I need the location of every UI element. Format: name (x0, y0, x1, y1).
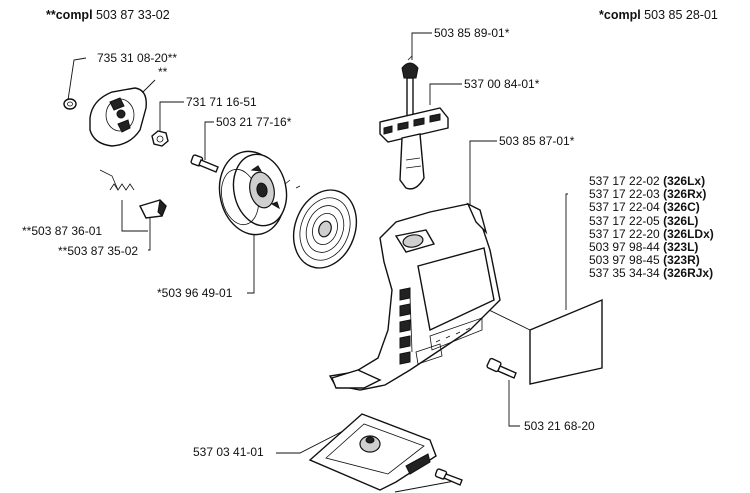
label-503-96-49-01: *503 96 49-01 (157, 286, 233, 300)
model-code: (326RJx) (663, 266, 714, 281)
label-537-03-41-01: 537 03 41-01 (193, 445, 264, 459)
bottom-plate-part (308, 413, 463, 491)
label-731-71-16-51: 731 71 16-51 (186, 95, 257, 109)
model-code: (323L) (663, 240, 699, 255)
model-row: 537 17 22-03 (326Rx) (589, 188, 714, 201)
screw-part (190, 154, 219, 173)
model-part-number: 537 17 22-02 (589, 174, 660, 188)
label-503-21-68-20: 503 21 68-20 (524, 419, 595, 433)
model-part-number: 503 97 98-45 (589, 253, 660, 268)
model-row: 537 17 22-20 (326LDx) (589, 226, 714, 241)
model-part-number: 537 17 22-04 (589, 200, 660, 215)
header-right: *compl 503 85 28-01 (599, 8, 718, 22)
header-right-prefix: *compl (599, 8, 641, 22)
model-part-number: 537 17 22-20 (589, 226, 660, 241)
header-left-prefix: **compl (46, 8, 93, 22)
model-row: 537 35 34-34 (326RJx) (589, 267, 714, 280)
starter-handle-part (379, 107, 449, 190)
label-plate-part (529, 298, 603, 385)
model-code: (326L) (663, 213, 699, 228)
label-735-31-08-20: 735 31 08-20** (97, 51, 178, 65)
label-503-85-87-01: 503 85 87-01* (499, 134, 575, 148)
rope-pulley-part (218, 150, 288, 236)
model-row: 537 17 22-05 (326L) (589, 213, 714, 228)
pawl-cover-part (89, 87, 147, 147)
model-row: 503 97 98-45 (323R) (589, 254, 714, 267)
label-503-87-36-01: **503 87 36-01 (22, 224, 103, 238)
model-part-number: 537 35 34-34 (589, 266, 660, 281)
washer-part (63, 98, 77, 110)
header-left: **compl 503 87 33-02 (46, 8, 170, 22)
spring-part (109, 183, 135, 191)
model-code: (323R) (663, 253, 700, 268)
label-503-21-77-16: 503 21 77-16* (216, 115, 292, 129)
model-number-list: 537 17 22-02 (326Lx) 537 17 22-03 (326Rx… (589, 174, 714, 281)
model-code: (326C) (663, 200, 700, 215)
model-code: (326Lx) (663, 174, 706, 188)
label-double-star: ** (158, 65, 168, 79)
model-row: 537 17 22-02 (326Lx) (589, 174, 714, 188)
model-part-number: 503 97 98-44 (589, 240, 660, 255)
starter-housing-part (328, 202, 501, 391)
model-part-number: 537 17 22-03 (589, 187, 660, 202)
label-537-00-84-01: 537 00 84-01* (464, 77, 540, 91)
model-row: 503 97 98-44 (323L) (589, 240, 714, 255)
nut-part (151, 130, 169, 147)
header-right-number: 503 85 28-01 (644, 8, 718, 22)
recoil-spring-part (292, 185, 358, 269)
model-part-number: 537 17 22-05 (589, 213, 660, 228)
model-code: (326LDx) (663, 226, 714, 241)
model-code: (326Rx) (663, 187, 707, 202)
pawl-part (139, 198, 167, 219)
label-503-87-35-02: **503 87 35-02 (58, 244, 139, 258)
header-left-number: 503 87 33-02 (96, 8, 170, 22)
label-503-85-89-01: 503 85 89-01* (434, 26, 510, 40)
model-row: 537 17 22-04 (326C) (589, 201, 714, 214)
bolt-part (486, 357, 517, 379)
